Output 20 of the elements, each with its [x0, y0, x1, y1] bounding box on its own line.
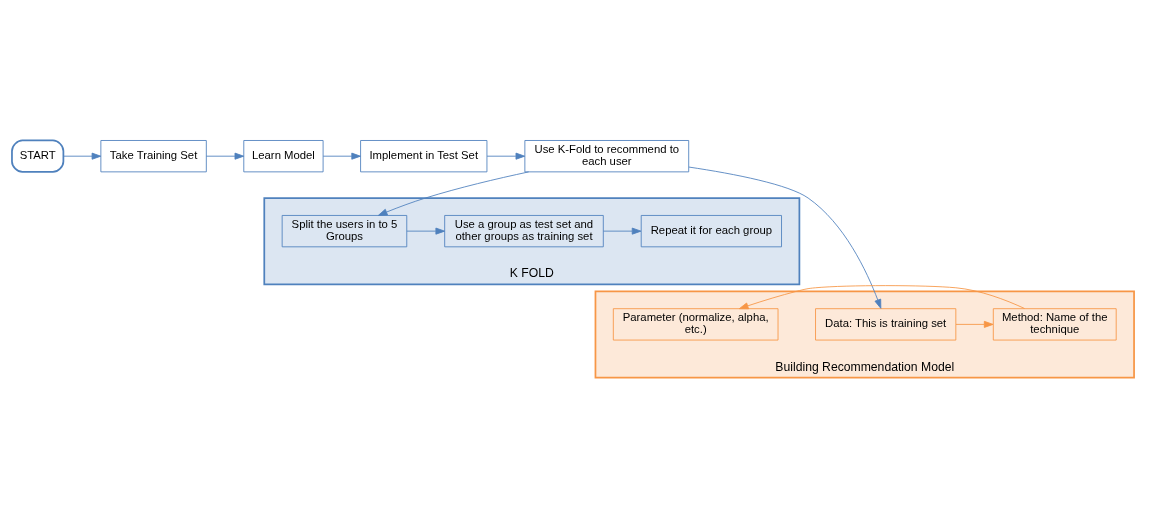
- node-box: Repeat it for each group: [640, 214, 782, 247]
- node-box: Method: Name of the technique: [992, 307, 1117, 340]
- node-box: Implement in Test Set: [360, 139, 488, 172]
- node-box: Take Training Set: [100, 139, 207, 172]
- arrow: [955, 320, 994, 328]
- node-box: Learn Model: [243, 139, 324, 172]
- node-box: START: [11, 139, 65, 173]
- node-box: Use K-Fold to recommend to each user: [524, 139, 690, 172]
- arrow: [63, 152, 102, 160]
- arrow: [377, 170, 530, 216]
- node-box: Split the users in to 5 Groups: [281, 214, 408, 247]
- arrow: [486, 152, 526, 160]
- arrow: [205, 152, 245, 160]
- arrow: [322, 152, 361, 160]
- arrow: [406, 227, 446, 235]
- node-box: Parameter (normalize, alpha, etc.): [612, 307, 779, 340]
- node-box: Use a group as test set and other groups as training set: [444, 214, 604, 247]
- arrow: [602, 227, 642, 235]
- arrow: [688, 166, 882, 309]
- node-box: Data: This is training set: [815, 307, 957, 340]
